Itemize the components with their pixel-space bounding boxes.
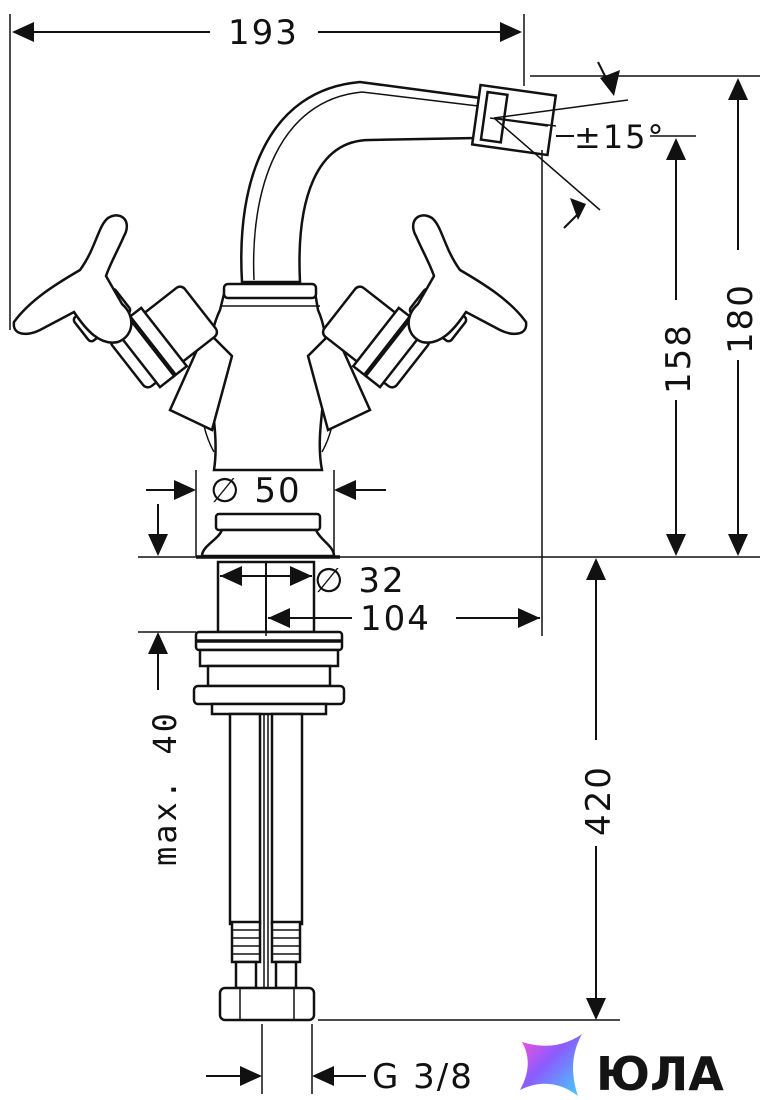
brand-name: ЮЛА (596, 1047, 724, 1100)
label-max-deck-thickness: max. 40 (146, 710, 184, 866)
star-logo-icon (520, 1034, 582, 1096)
spout (240, 80, 558, 284)
label-overall-height: 180 (721, 283, 761, 354)
label-overall-width: 193 (228, 13, 299, 53)
label-spout-height: 158 (659, 323, 699, 394)
faucet-drawing (12, 80, 558, 1022)
label-hose-length: 420 (579, 765, 619, 836)
dimension-labels: 193 ±15° 158 180 ∅ 50 ∅ 32 104 max. 40 4… (146, 13, 761, 1097)
label-base-diameter: ∅ 50 (210, 471, 302, 511)
label-spout-reach: 104 (360, 599, 431, 639)
shank (192, 560, 346, 716)
label-shank-diameter: ∅ 32 (314, 561, 406, 601)
left-handle (12, 214, 234, 432)
label-spout-tilt: ±15° (574, 118, 666, 156)
dimension-lines (9, 14, 760, 1094)
hoses (218, 712, 316, 1022)
label-connection-thread: G 3/8 (372, 1057, 474, 1097)
base (196, 512, 340, 559)
brand: ЮЛА (520, 1034, 724, 1100)
right-handle (306, 214, 528, 432)
